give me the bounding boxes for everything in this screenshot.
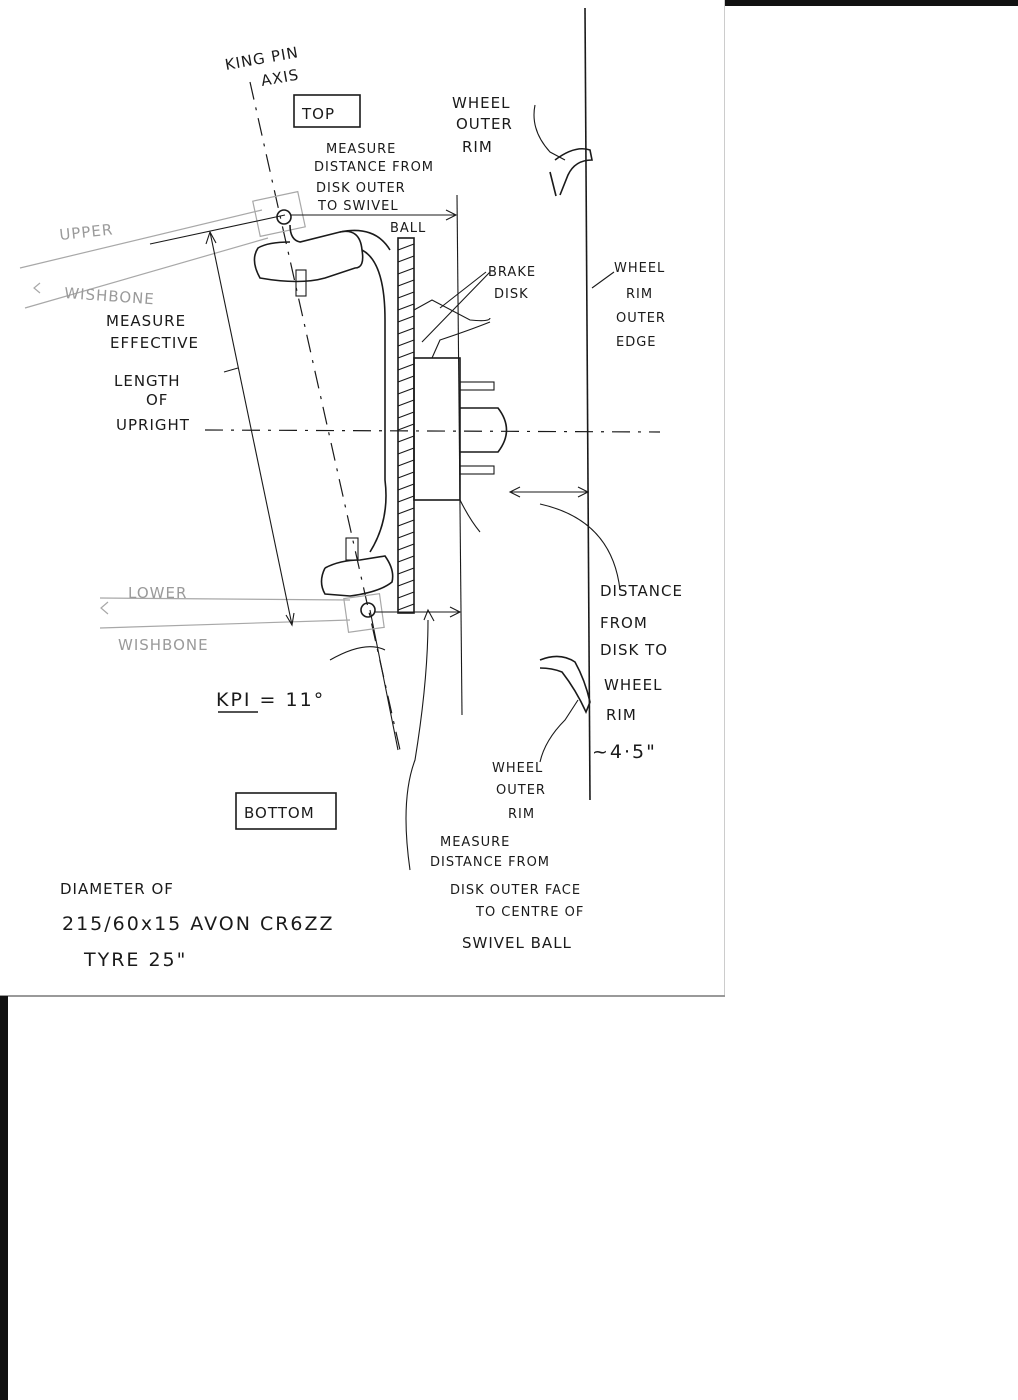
- wheel-outer-rim-top-label-1: WHEEL: [452, 94, 510, 112]
- length-label-1: LENGTH: [114, 372, 181, 390]
- kpi-reference-line: [369, 609, 399, 751]
- wheel-outer-rim-bottom: [539, 655, 591, 715]
- lower-ball-dimension: [375, 606, 462, 622]
- wheel-centre-line: [204, 429, 661, 433]
- leader-distance: [539, 503, 621, 591]
- hub-flange-bottom: [459, 499, 481, 533]
- distance-label-3: DISK TO: [600, 641, 668, 659]
- lower-bolt: [345, 537, 359, 561]
- paper-edge-right: [724, 0, 725, 996]
- upper-bolt: [295, 269, 307, 297]
- upright-top-curve: [339, 229, 391, 251]
- upper-upright-tick: [149, 214, 286, 245]
- effective-label-2: EFFECTIVE: [110, 334, 199, 352]
- wheel-rim-outer-edge-line: [584, 7, 591, 801]
- measure-bottom-label-5: SWIVEL BALL: [462, 934, 572, 952]
- hub-cap: [460, 407, 508, 453]
- measure-bottom-label-4: TO CENTRE OF: [475, 905, 584, 920]
- wheel-outer-rim-bottom-label-2: OUTER: [496, 783, 546, 798]
- wheel-rim-edge-label-2: RIM: [626, 287, 653, 302]
- wheel-outer-rim-top-label-2: OUTER: [456, 115, 513, 133]
- bottom-box: [235, 792, 337, 830]
- measure-top-label-1: MEASURE: [326, 142, 396, 157]
- kpi-arc: [329, 646, 386, 661]
- lower-wishbone-bottom: [99, 619, 351, 629]
- measure-bottom-label-1: MEASURE: [440, 835, 510, 850]
- lower-wishbone-top: [99, 597, 351, 601]
- disk-to-rim-dimension: [508, 486, 590, 498]
- kpi-label: KPI = 11°: [216, 689, 325, 711]
- lower-wishbone-label: LOWER: [128, 584, 187, 602]
- measure-top-label-5: BALL: [390, 221, 426, 236]
- brake-disk-label-1: BRAKE: [488, 265, 536, 280]
- upper-wishbone-label: UPPER: [59, 220, 115, 244]
- leader-length: [223, 367, 239, 373]
- leader-rim-edge: [591, 271, 615, 289]
- wheel-stud-bottom: [459, 465, 495, 475]
- leader-wheel-rim-bottom: [539, 699, 579, 763]
- upper-wishbone-top: [19, 209, 263, 269]
- paper-edge-bottom: [0, 995, 725, 997]
- leader-lower-ball: [405, 619, 429, 871]
- lower-swivel-ball: [360, 602, 376, 618]
- wheel-stud-top: [459, 381, 495, 391]
- wheel-rim-edge-label-1: WHEEL: [614, 261, 665, 276]
- king-pin-axis-label-2: AXIS: [260, 66, 301, 90]
- wheel-rim-edge-label-3: OUTER: [616, 311, 666, 326]
- diameter-label-2: 215/60x15 AVON CR6ZZ: [62, 913, 335, 935]
- leader-brake-disk-2: [421, 271, 491, 343]
- upper-ball-housing: [252, 190, 306, 238]
- upper-wishbone-break: [33, 282, 41, 294]
- effective-label-1: MEASURE: [106, 312, 186, 330]
- lower-arm: [320, 555, 394, 597]
- leader-brake-disk-1: [439, 271, 487, 309]
- upper-arm: [253, 224, 364, 283]
- scan-edge-left: [0, 996, 8, 1400]
- measure-top-label-3: DISK OUTER: [316, 181, 406, 196]
- distance-value: ~4·5": [592, 741, 657, 763]
- top-box: [293, 94, 361, 128]
- upper-wishbone-bottom: [24, 237, 269, 309]
- suspension-sketch: KING PIN AXIS TOP WHEEL OUTER RIM MEASUR…: [19, 7, 683, 971]
- upright-body: [361, 249, 387, 553]
- diameter-label-1: DIAMETER OF: [60, 880, 174, 898]
- hub-shoulder: [431, 321, 491, 359]
- top-label: TOP: [301, 105, 335, 123]
- upper-wishbone-label-2: WISHBONE: [64, 284, 156, 308]
- length-label-3: UPRIGHT: [116, 416, 190, 434]
- king-pin-axis-line: [249, 81, 401, 751]
- measure-bottom-label-3: DISK OUTER FACE: [450, 883, 581, 898]
- distance-label-4: WHEEL: [604, 676, 662, 694]
- diameter-label-3: TYRE 25": [83, 949, 187, 971]
- wheel-outer-rim-top: [554, 147, 593, 196]
- wheel-outer-rim-bottom-label-3: RIM: [508, 807, 535, 822]
- measure-bottom-label-2: DISTANCE FROM: [430, 855, 550, 870]
- wheel-outer-rim-top-label-3: RIM: [462, 138, 493, 156]
- wheel-rim-edge-label-4: EDGE: [616, 335, 657, 350]
- length-label-2: OF: [146, 391, 168, 409]
- hub-flange-top: [413, 299, 491, 322]
- upper-ball-dimension: [290, 209, 458, 221]
- measure-top-label-4: TO SWIVEL: [317, 199, 399, 214]
- distance-label-2: FROM: [600, 614, 648, 632]
- lower-wishbone-label-2: WISHBONE: [118, 636, 209, 654]
- wheel-outer-rim-top-lip: [549, 171, 557, 197]
- upper-swivel-ball: [276, 209, 292, 225]
- bottom-label: BOTTOM: [244, 804, 315, 822]
- scan-edge-top: [725, 0, 1018, 6]
- measure-top-label-2: DISTANCE FROM: [314, 160, 434, 175]
- lower-wishbone-break: [100, 601, 109, 615]
- distance-label-1: DISTANCE: [600, 582, 683, 600]
- lower-ball-housing: [343, 592, 385, 634]
- hub-body: [413, 357, 461, 501]
- brake-disk-hatching: [397, 243, 415, 611]
- wheel-outer-rim-bottom-label-1: WHEEL: [492, 761, 543, 776]
- upright-length-dimension: [205, 230, 295, 627]
- distance-label-5: RIM: [606, 706, 637, 724]
- brake-disk-label-2: DISK: [494, 287, 529, 302]
- leader-wheel-rim-top: [533, 104, 566, 161]
